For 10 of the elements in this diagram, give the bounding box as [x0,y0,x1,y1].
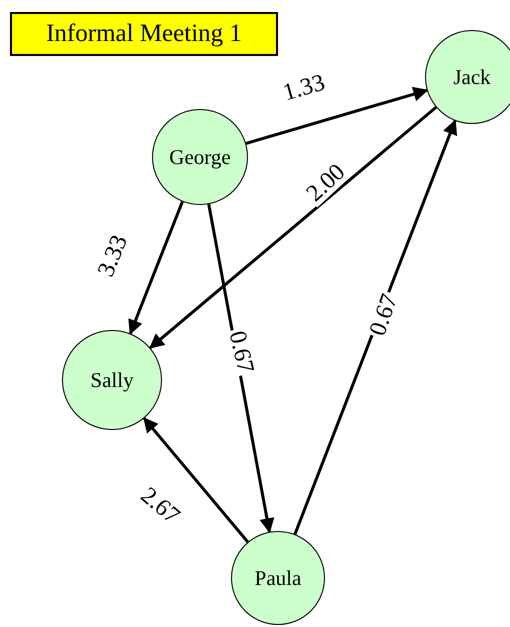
arrow [246,86,428,145]
node-label: Jack [453,64,491,90]
node-label: George [169,144,231,170]
arrow [142,417,249,543]
node-label: Paula [254,566,302,590]
node-label: Sally [90,368,134,392]
arrow [294,119,458,535]
arrow [149,106,437,349]
arrow [128,201,184,335]
title-box: Informal Meeting 1 [10,12,278,56]
